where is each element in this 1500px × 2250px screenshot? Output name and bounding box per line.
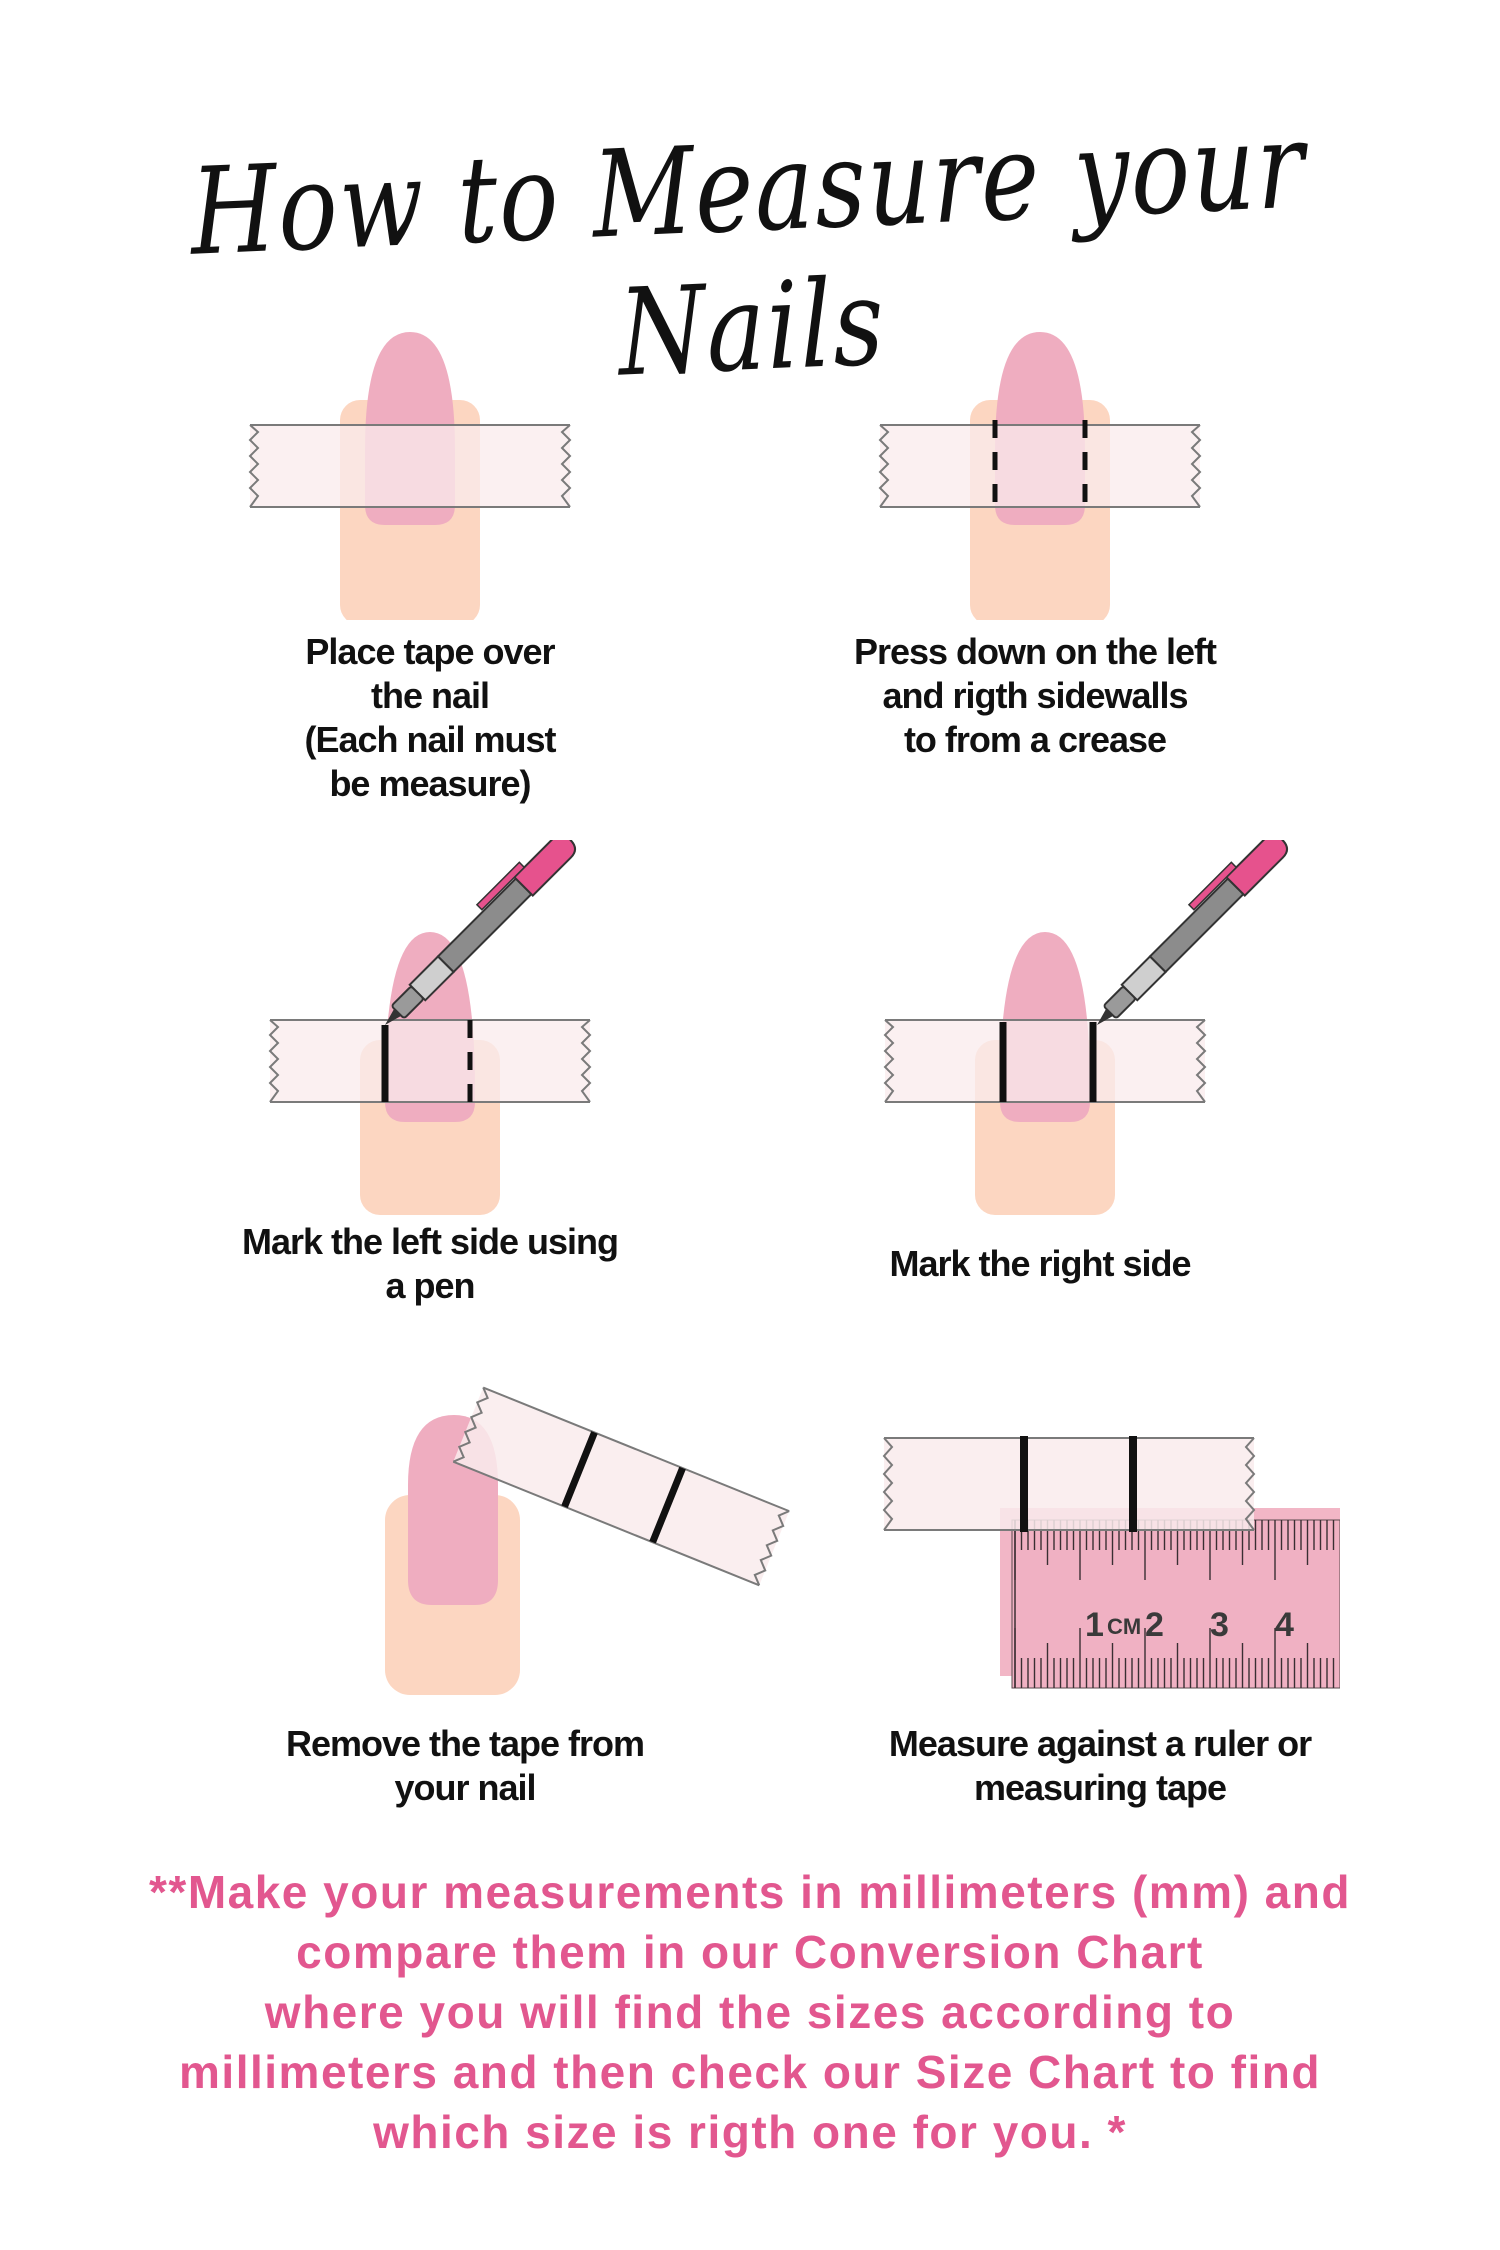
finger-tape-icon bbox=[248, 332, 572, 620]
svg-text:4: 4 bbox=[1275, 1606, 1294, 1644]
pen-icon bbox=[1097, 840, 1289, 1025]
step-4-caption: Mark the right side bbox=[889, 1243, 1191, 1284]
remove-tape-icon bbox=[385, 1386, 790, 1695]
svg-text:2: 2 bbox=[1145, 1606, 1164, 1644]
pen-icon bbox=[385, 840, 577, 1025]
finger-tape-dashed-icon bbox=[878, 332, 1202, 620]
ruler-icon: 1 CM 2 3 4 bbox=[882, 1436, 1340, 1689]
svg-text:1: 1 bbox=[1085, 1606, 1104, 1644]
finger-pen-left-icon bbox=[268, 840, 592, 1215]
svg-text:CM: CM bbox=[1107, 1614, 1141, 1639]
measurement-note: **Make your measurements in millimeters … bbox=[149, 1866, 1351, 2158]
svg-text:3: 3 bbox=[1210, 1606, 1229, 1644]
finger-pen-right-icon bbox=[883, 840, 1289, 1215]
